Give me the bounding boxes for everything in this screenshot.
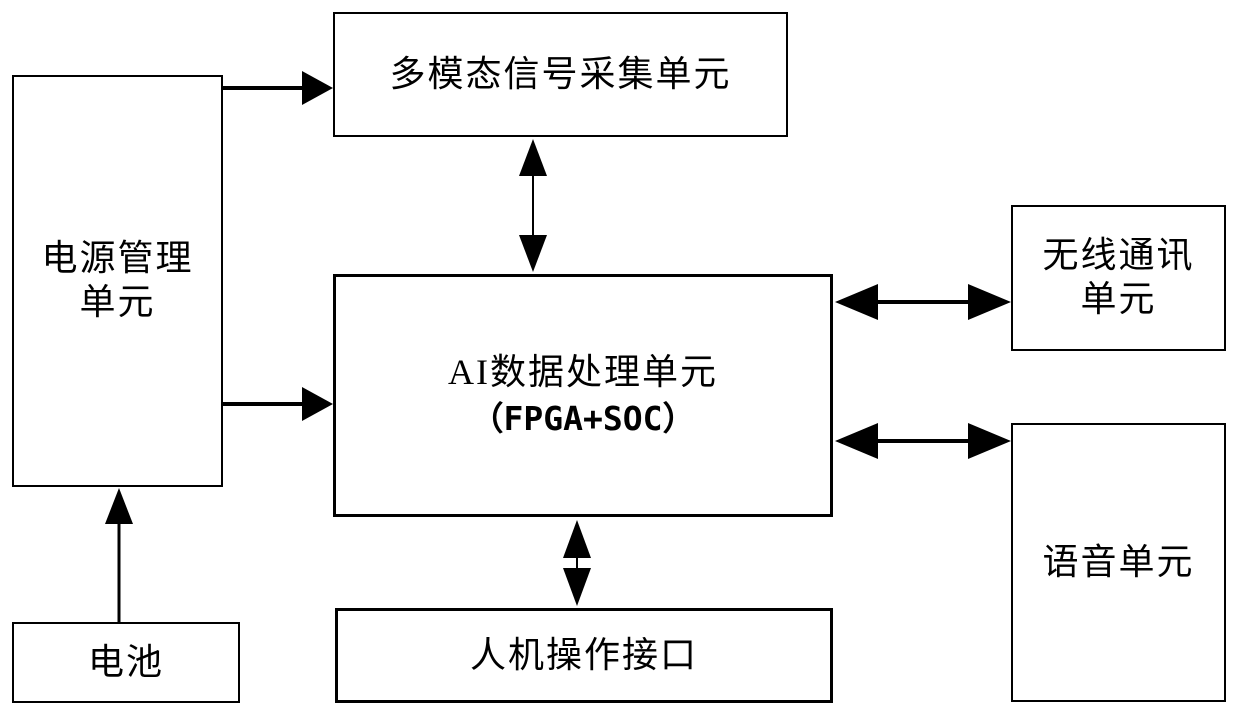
- arrow-acquisition-ai-bidirectional: [519, 139, 547, 272]
- power-management-unit-label: 电源管理 单元: [41, 238, 194, 322]
- box-power-management-unit: 电源管理 单元: [12, 75, 223, 487]
- box-multimodal-signal-acquisition-unit: 多模态信号采集单元: [333, 12, 788, 137]
- wireless-communication-unit-label: 无线通讯 单元: [1042, 235, 1195, 319]
- arrow-battery-to-power: [105, 488, 133, 622]
- battery-label: 电池: [87, 641, 164, 682]
- ai-unit-label-line2: （FPGA+SOC）: [470, 399, 696, 439]
- arrow-power-to-ai: [223, 387, 333, 421]
- box-voice-unit: 语音单元: [1011, 423, 1226, 702]
- box-battery: 电池: [12, 622, 240, 703]
- box-ai-data-processing-unit: AI数据处理单元 （FPGA+SOC）: [333, 274, 833, 517]
- arrow-power-to-acquisition: [223, 71, 333, 105]
- box-human-machine-interface: 人机操作接口: [335, 608, 833, 703]
- ai-data-processing-unit-label: AI数据处理单元 （FPGA+SOC）: [448, 308, 718, 484]
- arrow-ai-hmi-bidirectional: [563, 520, 591, 606]
- voice-unit-label: 语音单元: [1042, 541, 1195, 582]
- multimodal-signal-acquisition-unit-label: 多模态信号采集单元: [389, 53, 732, 94]
- box-wireless-communication-unit: 无线通讯 单元: [1011, 205, 1226, 351]
- ai-unit-label-line1: AI数据处理单元: [448, 352, 718, 393]
- arrow-ai-voice-bidirectional: [835, 423, 1011, 459]
- human-machine-interface-label: 人机操作接口: [469, 634, 698, 675]
- arrow-ai-wireless-bidirectional: [835, 284, 1011, 320]
